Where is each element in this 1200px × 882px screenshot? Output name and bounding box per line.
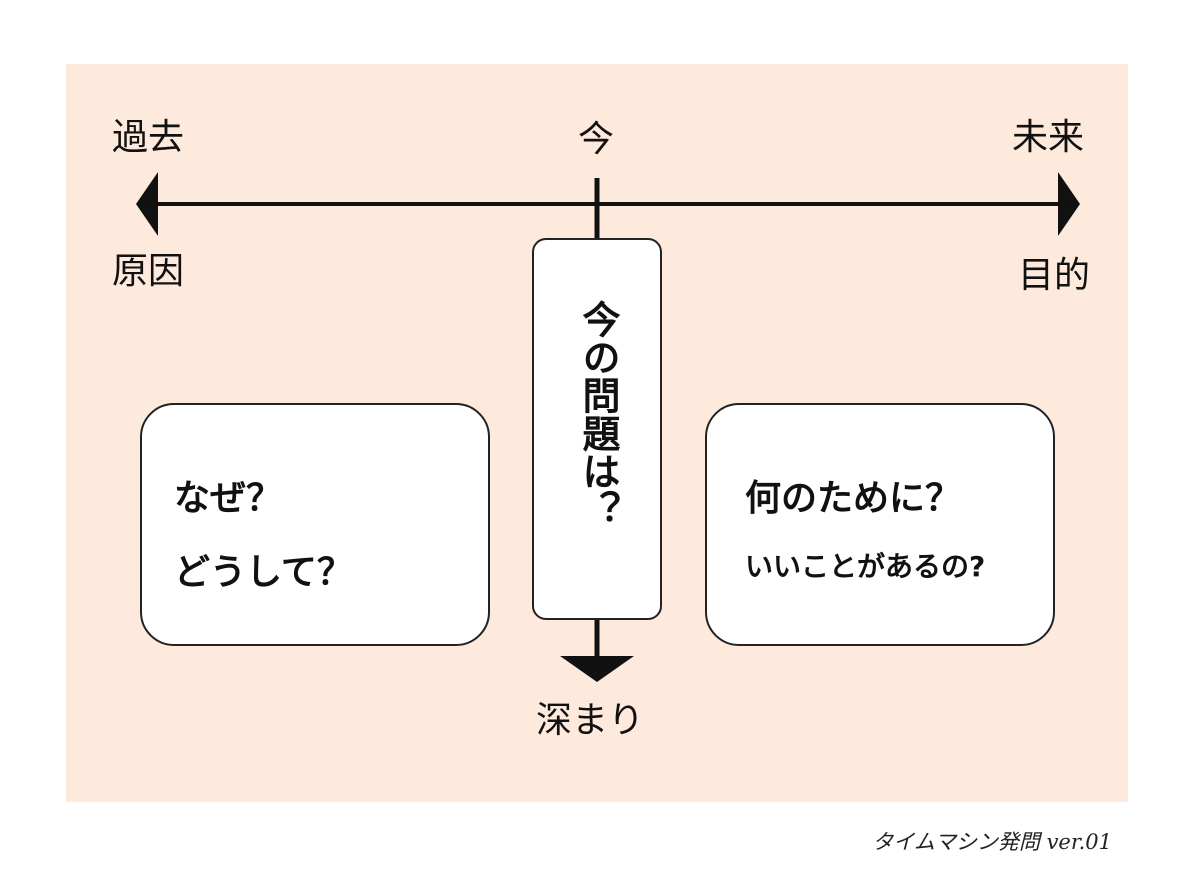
purpose-label: 目的 xyxy=(1018,255,1091,296)
depth-arrowhead xyxy=(560,656,634,682)
why-question: なぜ？ xyxy=(174,478,283,519)
depth-label: 深まり xyxy=(536,700,645,741)
benefit-question: いいことがあるの? xyxy=(745,550,986,583)
future-arrowhead xyxy=(1058,172,1080,236)
why-box: なぜ？ どうして？ xyxy=(140,403,490,646)
past-arrowhead xyxy=(136,172,158,236)
cause-label: 原因 xyxy=(112,251,185,292)
future-label: 未来 xyxy=(1012,117,1085,158)
now-label: 今 xyxy=(578,119,615,160)
past-label: 過去 xyxy=(112,117,185,158)
what-for-box: 何のために？ いいことがあるの? xyxy=(705,403,1055,646)
version-caption: タイムマシン発問 ver.01 xyxy=(872,830,1112,854)
what-for-question: 何のために？ xyxy=(745,478,962,519)
current-problem-text: 今の問題は？ xyxy=(576,300,620,528)
current-problem-box: 今の問題は？ xyxy=(532,238,662,620)
how-come-question: どうして？ xyxy=(174,552,353,593)
